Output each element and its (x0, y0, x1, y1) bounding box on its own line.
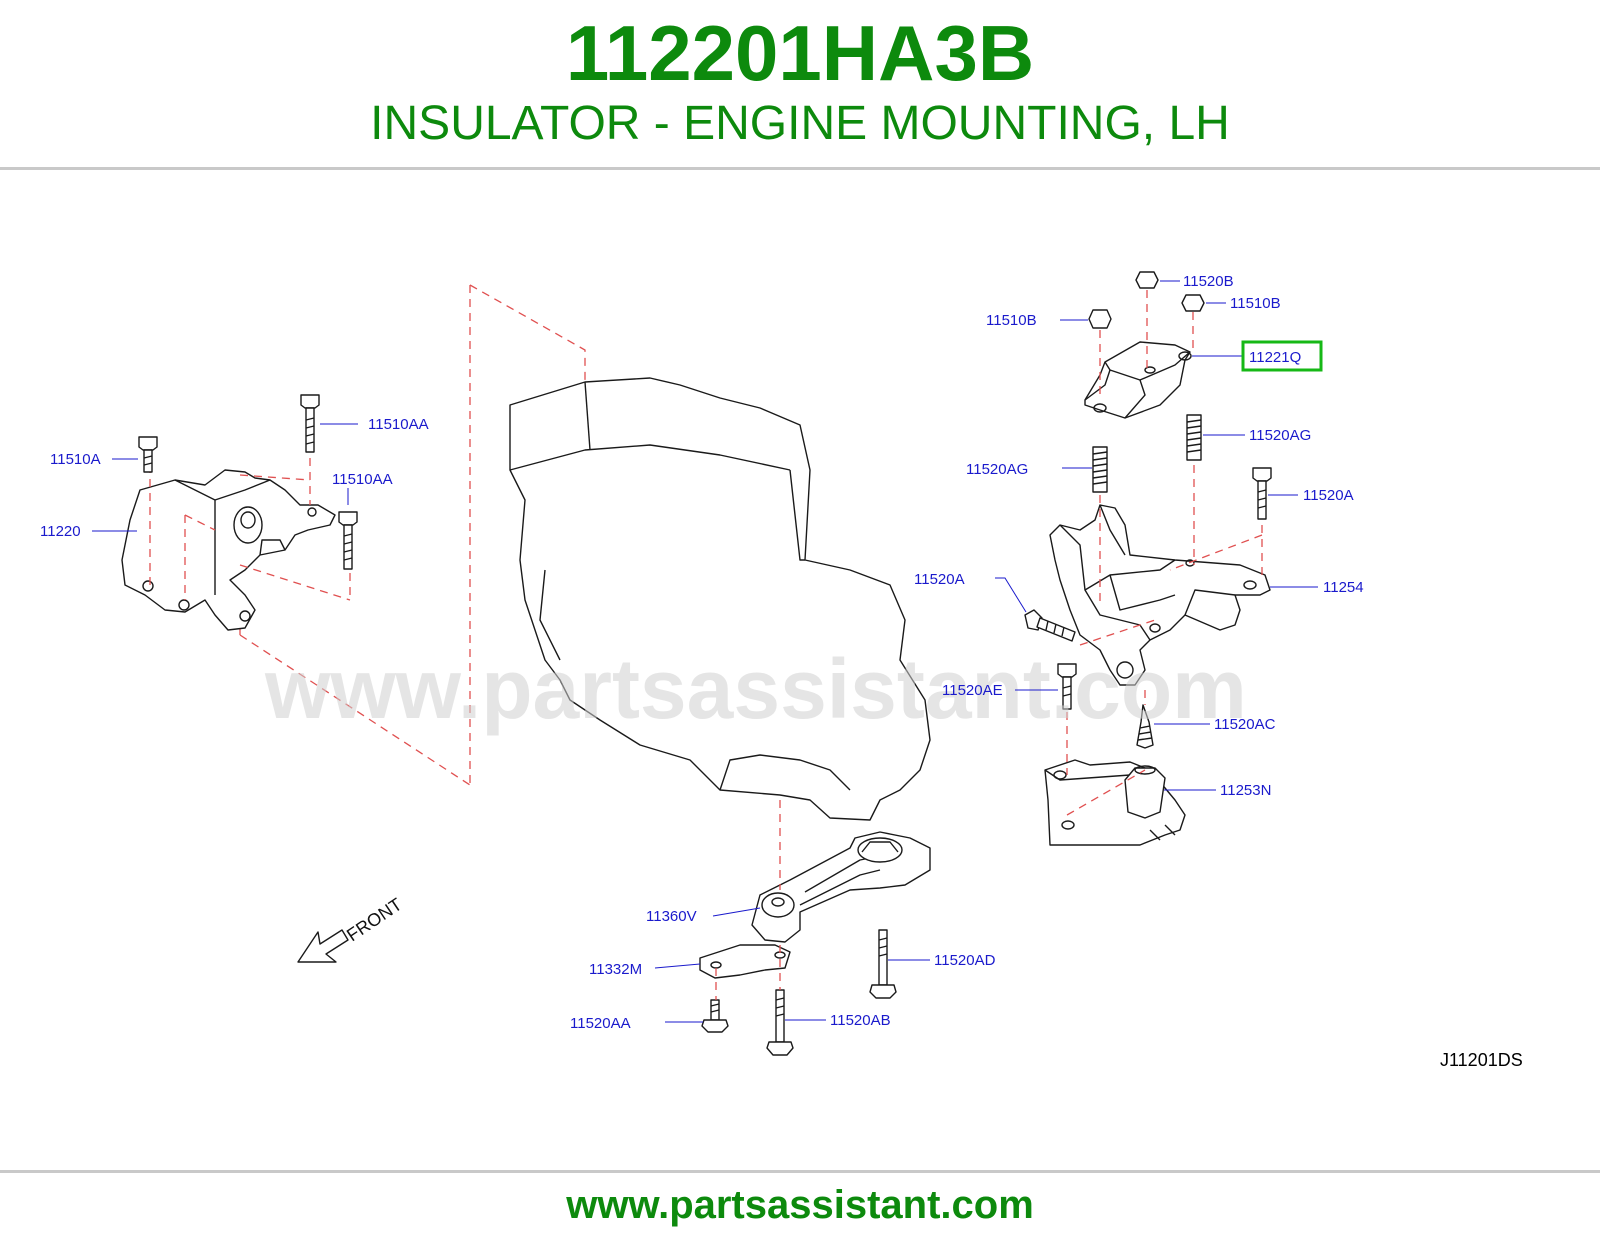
bolt-11510A (138, 436, 158, 473)
callout-11510B-right[interactable]: 11510B (1230, 295, 1281, 312)
callout-11520AG-right[interactable]: 11520AG (1249, 427, 1311, 444)
part-name-subtitle: INSULATOR - ENGINE MOUNTING, LH (370, 97, 1230, 150)
footer-url-link[interactable]: www.partsassistant.com (566, 1183, 1034, 1227)
front-label: FRONT (343, 894, 406, 945)
callout-11520AB[interactable]: 11520AB (830, 1012, 891, 1029)
nut-11520B (1135, 271, 1159, 289)
screw-11520AC (1136, 704, 1154, 749)
callout-11220[interactable]: 11220 (40, 523, 81, 540)
callout-11520B[interactable]: 11520B (1183, 273, 1234, 290)
callout-11520AC[interactable]: 11520AC (1214, 716, 1276, 733)
callout-labels: 11520B 11510B 11510B 11221Q 11520AG 1152… (40, 273, 1364, 1032)
bolt-11520AD (869, 929, 897, 999)
stud-11520AG-left (1092, 446, 1108, 493)
bolt-11510AA-top (300, 394, 320, 453)
callout-11221Q[interactable]: 11221Q (1249, 349, 1301, 366)
callout-11332M[interactable]: 11332M (589, 961, 642, 978)
mount-11253N (1044, 759, 1186, 846)
stud-11520AG-right (1186, 414, 1202, 461)
callout-11520AD[interactable]: 11520AD (934, 952, 996, 969)
torque-rod-11360V (751, 831, 931, 943)
highlight-box-11221q (1241, 340, 1323, 372)
callout-11520AA[interactable]: 11520AA (570, 1015, 631, 1032)
header: 112201HA3B INSULATOR - ENGINE MOUNTING, … (0, 0, 1600, 170)
torque-rod-dashes (715, 800, 781, 1000)
callout-11510A[interactable]: 11510A (50, 451, 101, 468)
bolt-11520A-left (1024, 609, 1076, 642)
footer-divider (0, 1170, 1600, 1173)
callout-11510AA-top[interactable]: 11510AA (368, 416, 429, 433)
callout-11253N[interactable]: 11253N (1220, 782, 1271, 799)
callout-11520A-right[interactable]: 11520A (1303, 487, 1354, 504)
watermark-text: www.partsassistant.com (264, 642, 1247, 736)
callout-11520AE[interactable]: 11520AE (942, 682, 1003, 699)
insulator-11221q (1084, 341, 1192, 419)
nut-11510B-right (1181, 294, 1205, 312)
front-arrow-icon (297, 929, 349, 963)
bolt-11520AA-bottom (701, 999, 729, 1033)
callout-11520A-left[interactable]: 11520A (914, 571, 965, 588)
part-number-title: 112201HA3B (565, 9, 1035, 97)
bracket-11332M (699, 944, 791, 979)
callout-11360V[interactable]: 11360V (646, 908, 697, 925)
nut-11510B-left (1088, 309, 1112, 329)
right-mount-dashes (1066, 290, 1263, 816)
bolt-11510AA-mid (338, 511, 358, 570)
bolt-11520A-right (1252, 467, 1272, 520)
header-divider (0, 167, 1600, 170)
engine-block (509, 377, 931, 821)
bolt-11520AE (1057, 663, 1077, 710)
callout-11520AG-left[interactable]: 11520AG (966, 461, 1028, 478)
callout-11510AA-mid[interactable]: 11510AA (332, 471, 393, 488)
leader-lines (92, 280, 1318, 1023)
callout-11254[interactable]: 11254 (1323, 579, 1364, 596)
left-mount-dashes (149, 430, 351, 601)
bolt-11520AB (766, 989, 794, 1056)
drawing-reference: J11201DS (1440, 1050, 1523, 1070)
callout-11510B-left[interactable]: 11510B (986, 312, 1037, 329)
bracket-11254 (1049, 504, 1271, 686)
left-mount-11220 (121, 469, 336, 631)
